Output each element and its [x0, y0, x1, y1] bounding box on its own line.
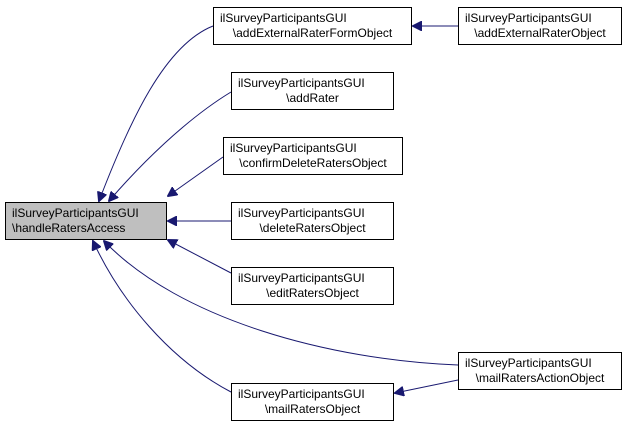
edge-mailAction-to-mailRaters: [395, 379, 459, 393]
node-edit-raters-object[interactable]: ilSurveyParticipantsGUI \editRatersObjec…: [231, 267, 394, 305]
edge-addExtForm-to-handle: [99, 25, 214, 201]
node-add-external-rater-object[interactable]: ilSurveyParticipantsGUI \addExternalRate…: [458, 7, 622, 45]
node-class-label: ilSurveyParticipantsGUI: [238, 76, 365, 90]
edge-addRater-to-handle: [109, 91, 232, 201]
node-method-label: \editRatersObject: [266, 286, 359, 300]
node-method-label: \addExternalRaterFormObject: [232, 26, 393, 40]
node-delete-raters-object[interactable]: ilSurveyParticipantsGUI \deleteRatersObj…: [231, 202, 394, 240]
node-class-label: ilSurveyParticipantsGUI: [238, 387, 365, 401]
node-class-label: ilSurveyParticipantsGUI: [12, 206, 139, 220]
node-class-label: ilSurveyParticipantsGUI: [220, 11, 347, 25]
node-method-label: \handleRatersAccess: [12, 221, 126, 235]
node-class-label: ilSurveyParticipantsGUI: [230, 141, 357, 155]
edge-confirmDel-to-handle: [168, 156, 224, 196]
node-method-label: \mailRatersObject: [264, 402, 361, 416]
node-method-label: \deleteRatersObject: [259, 221, 366, 235]
node-mail-raters-object[interactable]: ilSurveyParticipantsGUI \mailRatersObjec…: [231, 383, 394, 421]
node-mail-raters-action-object[interactable]: ilSurveyParticipantsGUI \mailRatersActio…: [458, 352, 622, 390]
node-method-label: \confirmDeleteRatersObject: [239, 156, 387, 170]
node-class-label: ilSurveyParticipantsGUI: [465, 11, 592, 25]
node-add-rater[interactable]: ilSurveyParticipantsGUI \addRater: [231, 72, 394, 110]
edge-mailAction-to-handle: [104, 241, 459, 366]
node-class-label: ilSurveyParticipantsGUI: [238, 206, 365, 220]
node-method-label: \addExternalRaterObject: [474, 26, 606, 40]
node-handle-raters-access[interactable]: ilSurveyParticipantsGUI \handleRatersAcc…: [5, 202, 167, 240]
node-method-label: \addRater: [286, 91, 339, 105]
node-method-label: \mailRatersActionObject: [475, 371, 605, 385]
edge-mailRaters-to-handle: [93, 241, 232, 393]
node-add-external-rater-form-object[interactable]: ilSurveyParticipantsGUI \addExternalRate…: [213, 7, 412, 45]
edge-editRaters-to-handle: [168, 240, 232, 274]
node-confirm-delete-raters-object[interactable]: ilSurveyParticipantsGUI \confirmDeleteRa…: [223, 137, 403, 175]
node-class-label: ilSurveyParticipantsGUI: [465, 356, 592, 370]
node-class-label: ilSurveyParticipantsGUI: [238, 271, 365, 285]
